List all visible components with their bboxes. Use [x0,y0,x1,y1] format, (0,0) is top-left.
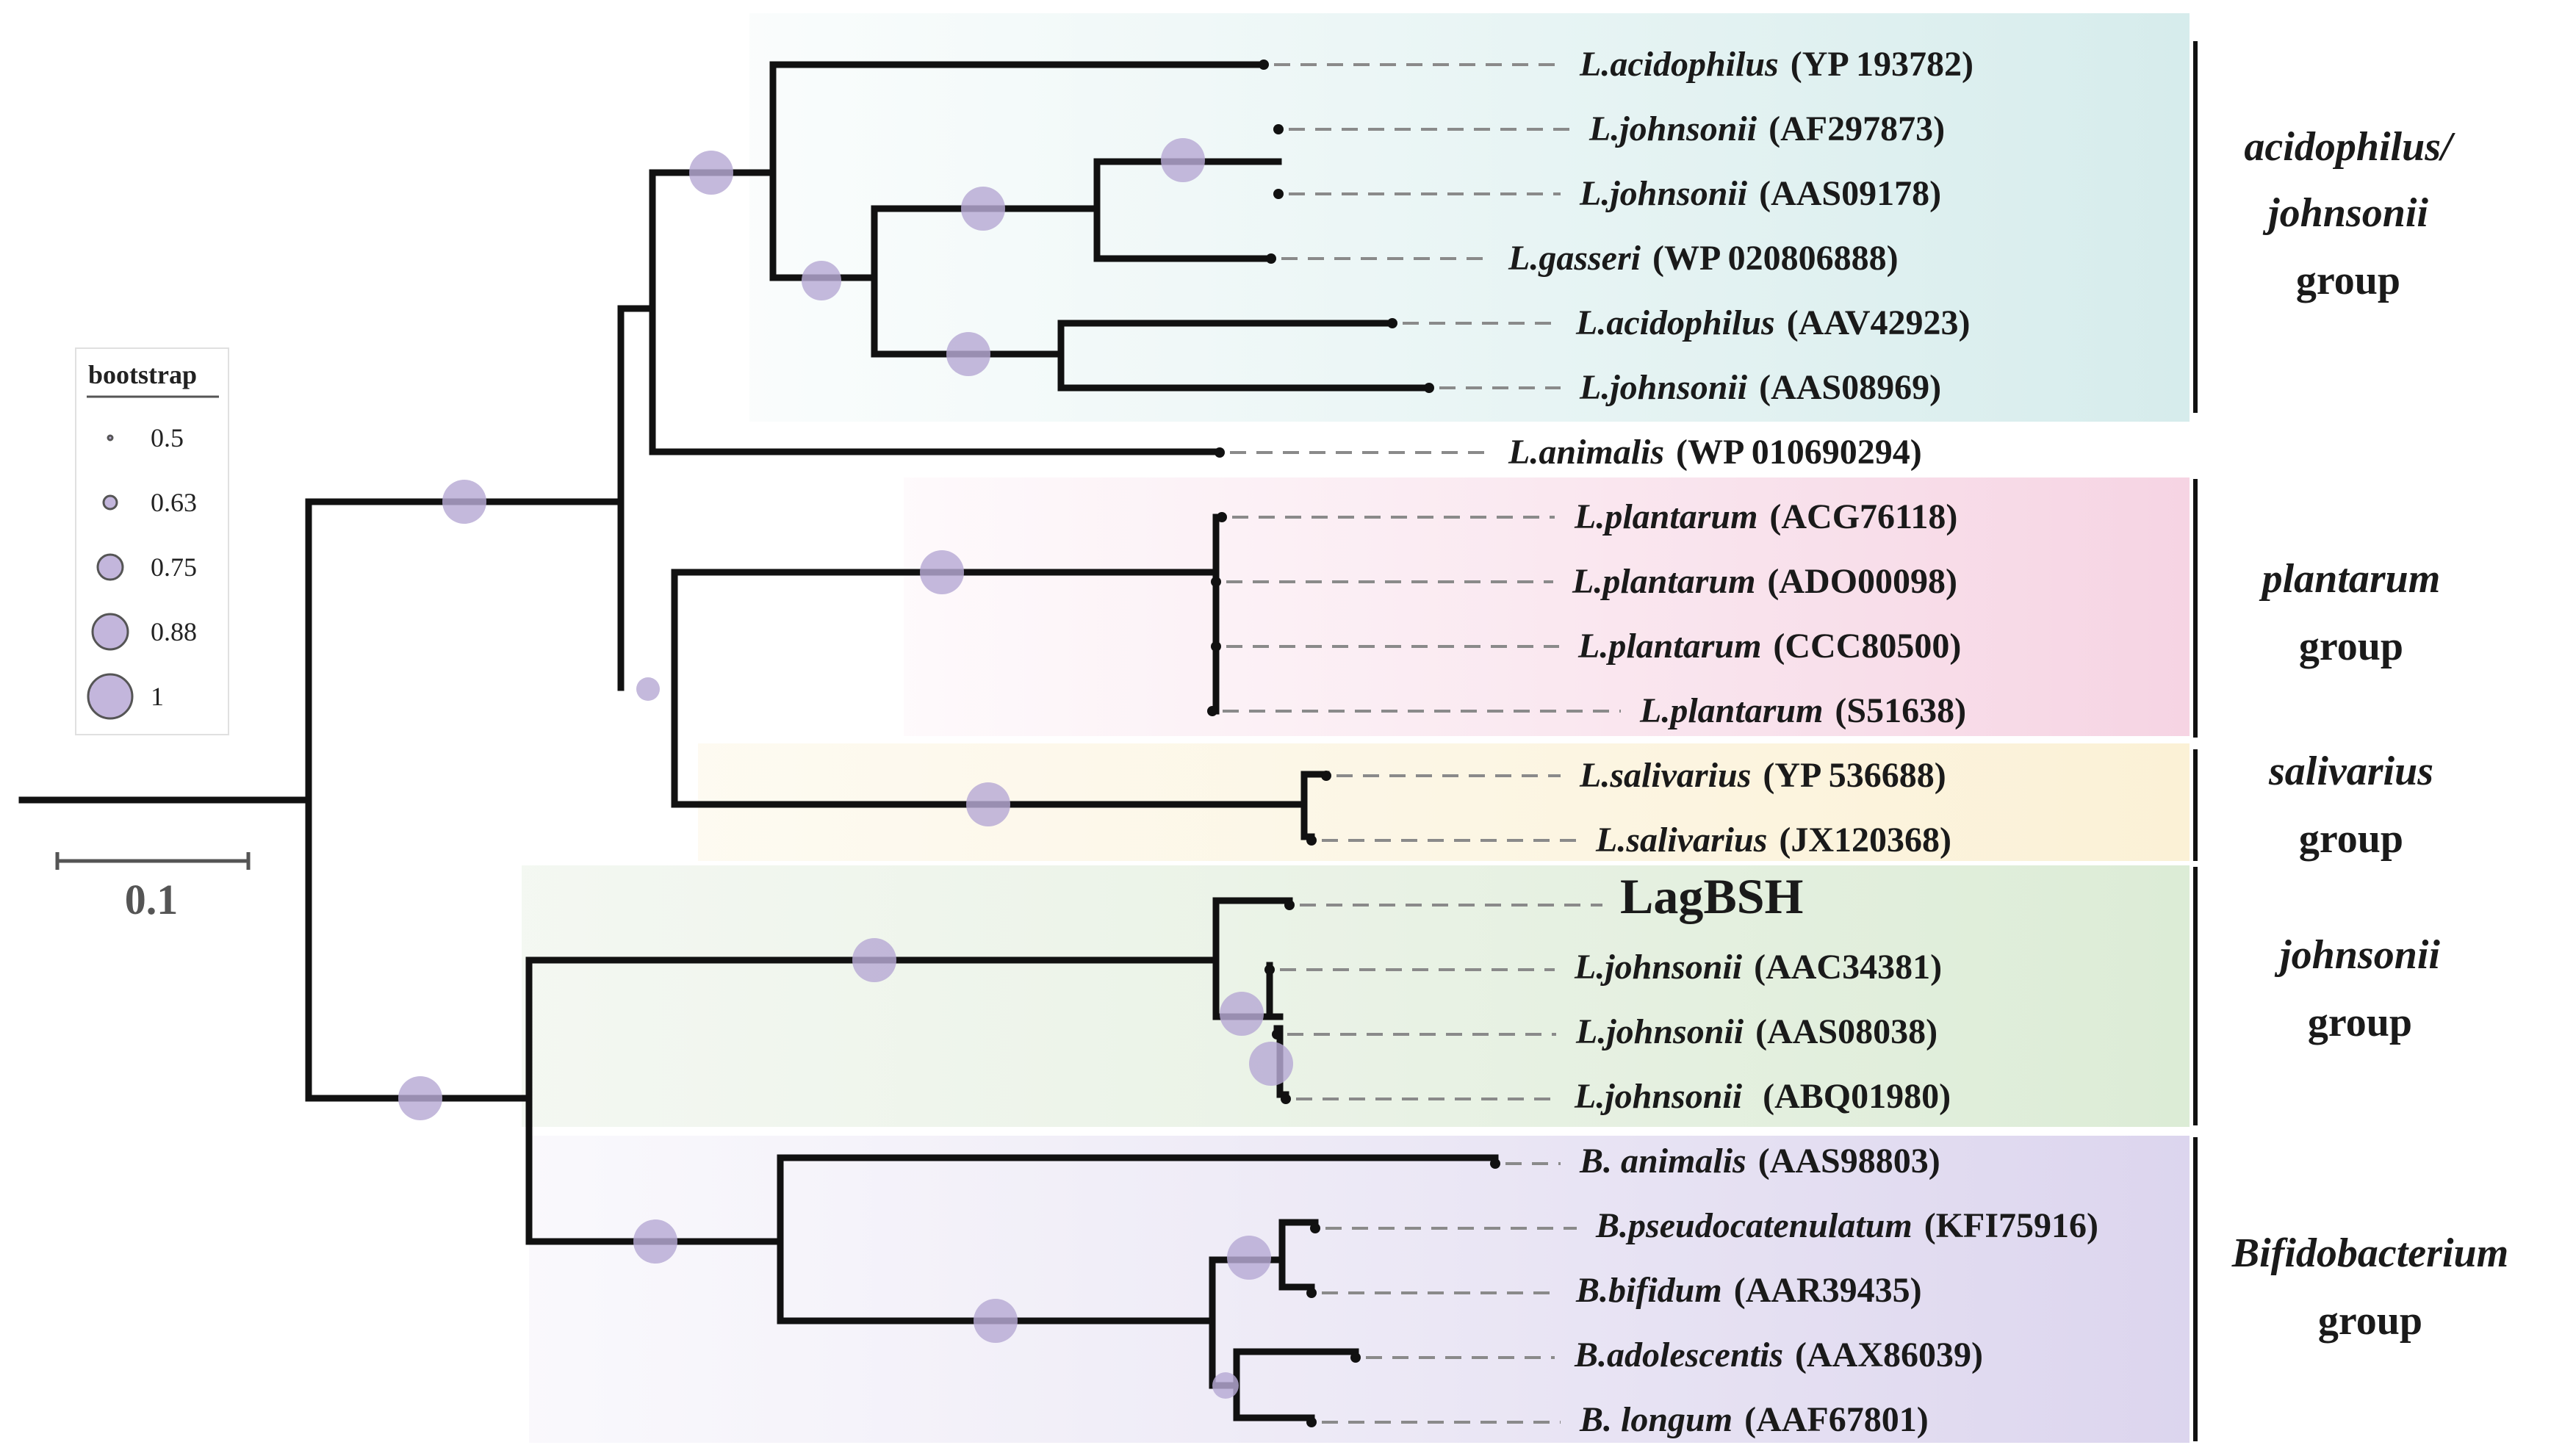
tip-dot [1264,965,1275,975]
taxon-label: L.plantarum(CCC80500) [1577,627,1961,666]
bootstrap-circle [961,187,1005,231]
salivarius-group-label: salivarius [2268,749,2433,794]
acidophilus-group-label: acidophilus/ [2244,124,2455,170]
plantarum-group-band [904,477,2190,736]
bootstrap-circle [802,261,841,300]
legend-value: 0.88 [151,617,197,646]
bootstrap-circle [946,332,990,376]
tip-dot [1217,512,1227,522]
legend-circle [91,613,129,651]
bootstrap-circle [1212,1372,1239,1399]
acidophilus-group-label: johnsonii [2262,190,2428,236]
tip-dot [1306,1417,1317,1427]
plantarum-group-label: plantarum [2259,556,2441,602]
bootstrap-circle [1227,1236,1271,1280]
bifidobacterium-group-label: Bifidobacterium [2231,1230,2508,1276]
taxon-label: B.pseudocatenulatum(KFI75916) [1595,1206,2098,1245]
taxon-label: L.johnsonii(AAC34381) [1574,948,1942,987]
taxon-label: L.salivarius(JX120368) [1595,821,1951,859]
tip-dot [1266,253,1276,264]
tip-dot [1321,771,1331,781]
taxon-label: L.plantarum(S51638) [1639,691,1966,730]
legend-circle [87,673,134,720]
tip-dot [1272,1029,1282,1039]
tip-dot [1306,1288,1317,1298]
bootstrap-circles [398,138,1293,1399]
legend-title: bootstrap [88,360,197,389]
taxon-label: L.johnsonii (ABQ01980) [1574,1077,1951,1116]
tip-dot [1211,641,1221,652]
bifidobacterium-group-band [529,1136,2190,1443]
taxon-label: B.bifidum(AAR39435) [1575,1271,1922,1310]
taxon-label: L.animalis(WP 010690294) [1508,433,1922,472]
tip-dot [1215,447,1225,458]
taxon-label: L.plantarum(ACG76118) [1574,497,1957,536]
bootstrap-circle [398,1076,442,1120]
tip-dot [1273,124,1284,134]
legend-value: 0.75 [151,552,197,582]
bootstrap-circle [966,782,1010,826]
tip-dot [1281,1094,1291,1104]
tip-dot [1284,900,1295,910]
taxon-label: L.johnsonii(AAS09178) [1579,174,1941,213]
bootstrap-circle [442,480,486,524]
johnsonii-group-label: group [2308,1000,2412,1045]
legend-circle [96,553,124,581]
bootstrap-circle [920,550,964,594]
bootstrap-circle [633,1219,677,1264]
taxa-labels: L.acidophilus(YP 193782) L.johnsonii(AF2… [1508,45,2098,1439]
bootstrap-circle [974,1299,1018,1343]
bootstrap-legend: bootstrap 0.5 0.63 0.75 0.88 1 [75,347,229,735]
tree-branches [18,61,1499,1421]
tip-dot [1207,706,1217,716]
tip-dot [1424,383,1434,393]
taxon-label: L.gasseri(WP 020806888) [1508,239,1899,278]
legend-value: 1 [151,682,164,711]
group-labels: acidophilus/ johnsonii group plantarum g… [2231,124,2508,1344]
lagbsh-label: LagBSH [1620,868,1803,924]
bootstrap-circle [1161,138,1205,182]
taxon-label: L.salivarius(YP 536688) [1579,756,1946,795]
johnsonii-group-label: johnsonii [2274,932,2440,978]
legend-box [75,347,229,735]
scale-bar-label: 0.1 [125,876,179,923]
tip-dot [1211,577,1221,587]
bifidobacterium-group-label: group [2318,1298,2422,1344]
tip-dot [1490,1158,1500,1169]
bootstrap-circle [852,938,896,982]
taxon-label: L.johnsonii(AF297873) [1588,109,1945,148]
bootstrap-circle [1220,992,1264,1036]
acidophilus-group-label: group [2296,258,2400,303]
legend-value: 0.5 [151,423,184,453]
taxon-label: L.johnsonii(AAS08969) [1579,368,1941,407]
legend-circle [107,434,114,442]
plantarum-group-label: group [2299,624,2403,669]
tip-dot [1273,189,1284,199]
bootstrap-circle [1249,1042,1293,1086]
taxon-label: L.johnsonii(AAS08038) [1575,1012,1937,1051]
tip-dot [1387,318,1397,328]
taxon-label: B.adolescentis(AAX86039) [1574,1336,1983,1374]
salivarius-group-label: group [2299,816,2403,862]
tip-dot [1350,1352,1361,1363]
legend-value: 0.63 [151,488,197,517]
tip-dots [1207,60,1500,1427]
bootstrap-circle [689,151,733,195]
legend-circle [102,494,118,511]
bootstrap-circle [636,677,660,701]
taxon-label: L.plantarum(ADO00098) [1572,562,1957,601]
tip-leader-lines [1223,63,1621,1424]
taxon-label: L.acidophilus(AAV42923) [1575,303,1970,342]
taxon-label: B. animalis(AAS98803) [1579,1142,1940,1181]
tip-dot [1306,835,1317,846]
scale-bar: 0.1 [55,852,251,923]
johnsonii-group-band [522,865,2190,1127]
tip-dot [1259,60,1269,70]
taxon-label: B. longum(AAF67801) [1579,1400,1929,1439]
taxon-label: L.acidophilus(YP 193782) [1579,45,1973,84]
tip-dot [1310,1223,1320,1233]
